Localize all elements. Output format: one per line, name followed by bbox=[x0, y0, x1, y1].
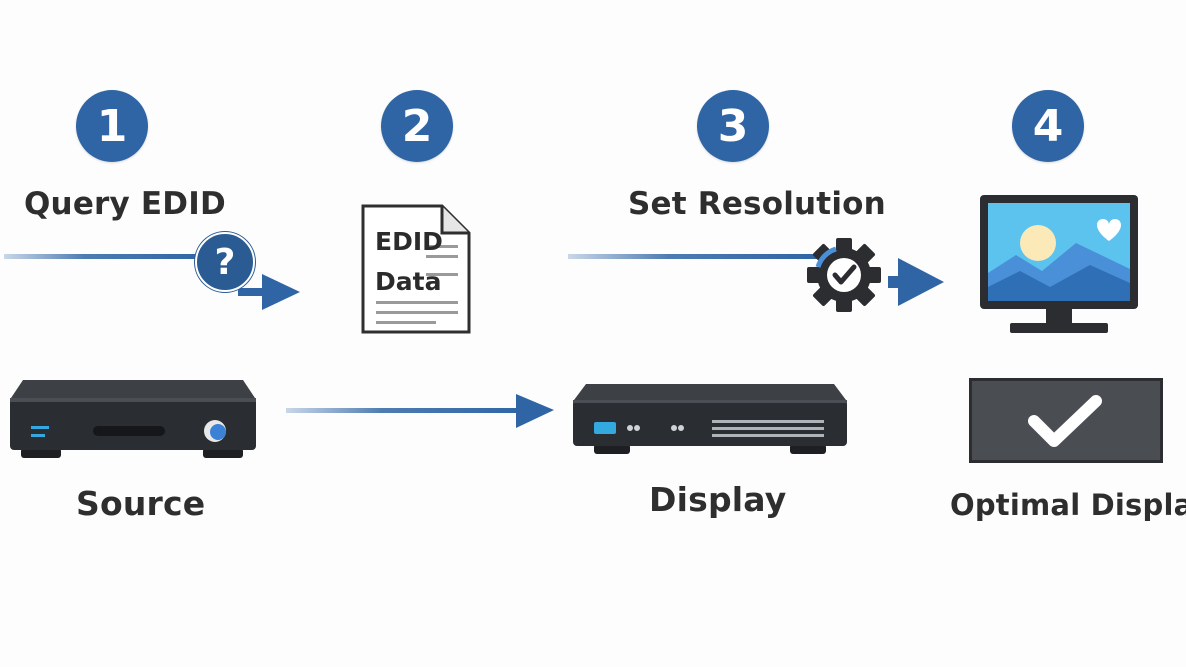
arrow-icon bbox=[888, 258, 944, 306]
resolution-line bbox=[568, 254, 818, 259]
document-line-2: Data bbox=[375, 267, 442, 296]
display-label: Display bbox=[649, 480, 787, 519]
document-icon: EDID Data bbox=[360, 203, 472, 335]
step-2-badge: 2 bbox=[381, 90, 453, 162]
arrow-icon bbox=[238, 274, 300, 310]
optimal-display-box bbox=[969, 378, 1163, 463]
source-label: Source bbox=[76, 484, 206, 523]
question-icon: ? bbox=[195, 232, 255, 292]
step-4-badge: 4 bbox=[1012, 90, 1084, 162]
query-line bbox=[4, 254, 204, 259]
gear-check-icon bbox=[807, 238, 881, 312]
question-glyph: ? bbox=[214, 241, 236, 283]
step-3-label: Set Resolution bbox=[628, 186, 886, 222]
monitor-icon bbox=[980, 195, 1138, 335]
checkmark-icon bbox=[1028, 395, 1102, 447]
source-device bbox=[9, 380, 257, 462]
step-1-label: Query EDID bbox=[24, 186, 226, 222]
display-device bbox=[572, 384, 848, 456]
document-line-1: EDID bbox=[375, 227, 443, 256]
optimal-display-label: Optimal Display bbox=[950, 488, 1186, 522]
step-1-badge: 1 bbox=[76, 90, 148, 162]
arrow-icon bbox=[286, 394, 554, 428]
step-3-badge: 3 bbox=[697, 90, 769, 162]
